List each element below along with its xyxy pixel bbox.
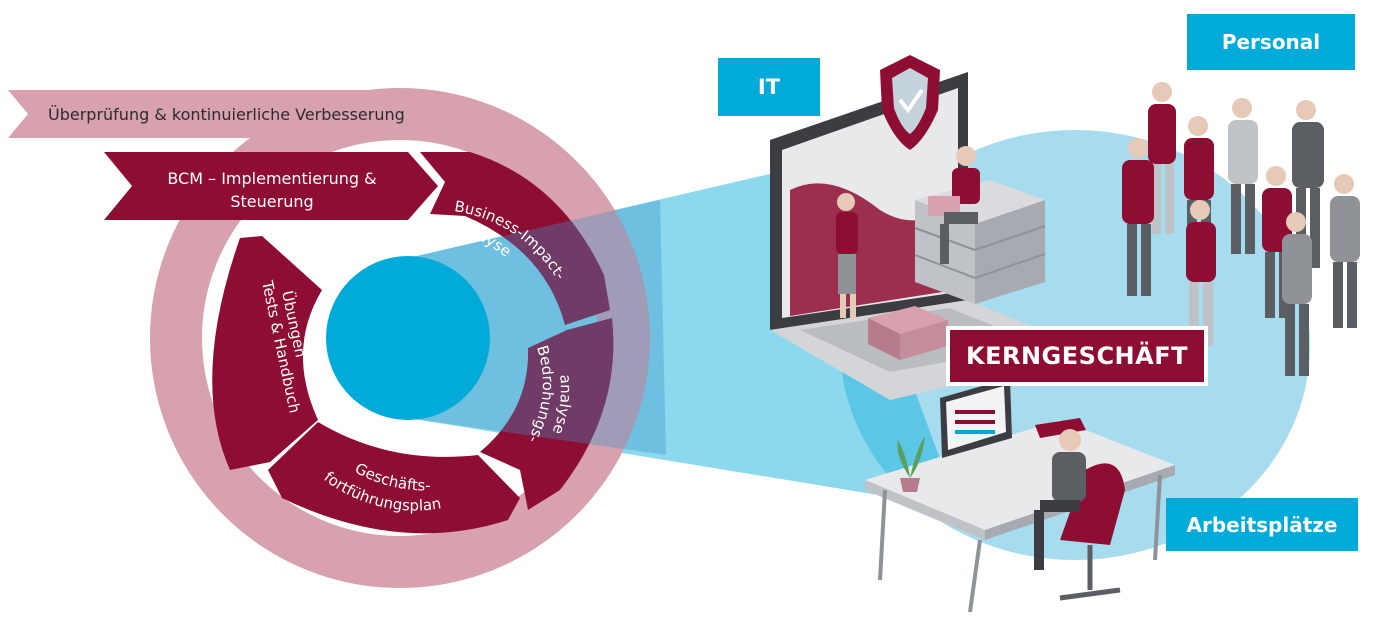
person-4 [1228,98,1258,254]
person-it-2 [928,146,980,264]
area-personal-label: Personal [1187,14,1355,70]
person-8 [1330,174,1360,328]
person-1 [1148,82,1176,234]
implementation-banner [104,152,438,220]
plant-icon [897,436,925,492]
cycle-segments [212,152,614,534]
beam-overlay [408,200,666,455]
device-box [868,306,948,334]
person-9 [1282,212,1312,376]
review-banner-label: Überprüfung & kontinuierliche Verbesseru… [48,105,405,124]
core-business-label: KERNGESCHÄFT [946,326,1208,386]
segment-tests [212,236,322,470]
people-group [1122,82,1360,376]
person-workplace [1034,429,1086,570]
review-banner [8,90,440,138]
device-box-side [868,318,900,360]
person-it-1 [836,193,858,318]
area-workplaces-label: Arbeitsplätze [1166,498,1358,551]
office-chair [1059,463,1125,601]
segment-bia [420,152,610,325]
implementation-label-1: BCM – Implementierung & [167,169,376,188]
shield-icon [880,55,940,150]
area-it-label: IT [718,58,820,116]
segment-threat [480,318,614,510]
implementation-label-2: Steuerung [230,192,313,211]
segment-plan [268,422,520,534]
device-box-front [900,320,948,360]
person-2 [1122,138,1154,296]
person-6 [1186,200,1216,346]
center-circle [326,256,490,420]
